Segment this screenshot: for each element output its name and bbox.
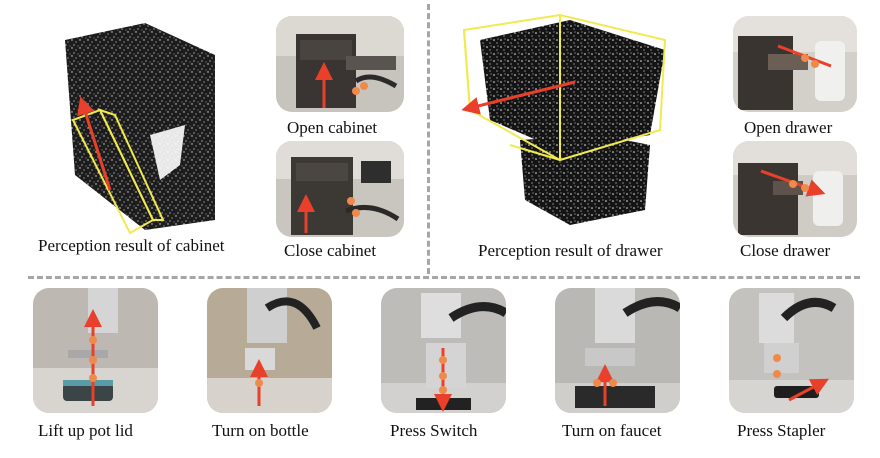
caption-open-cabinet: Open cabinet <box>287 118 378 137</box>
photo-turn-on-faucet <box>555 288 680 413</box>
caption-turn-on-faucet: Turn on faucet <box>562 421 662 440</box>
caption-press-stapler: Press Stapler <box>737 421 826 440</box>
photo-open-cabinet <box>276 16 404 112</box>
horizontal-divider <box>28 276 860 279</box>
perception-caption-drawer: Perception result of drawer <box>478 241 663 260</box>
drawer-point-cloud <box>450 10 680 240</box>
caption-close-drawer: Close drawer <box>740 241 831 260</box>
caption-open-drawer: Open drawer <box>744 118 833 137</box>
photo-press-switch <box>381 288 506 413</box>
perception-caption-cabinet: Perception result of cabinet <box>38 236 225 255</box>
caption-turn-on-bottle: Turn on bottle <box>212 421 309 440</box>
cabinet-point-cloud <box>55 15 225 240</box>
caption-lift-up-pot-lid: Lift up pot lid <box>38 421 133 440</box>
photo-lift-up-pot-lid <box>33 288 158 413</box>
photo-press-stapler <box>729 288 854 413</box>
photo-close-cabinet <box>276 141 404 237</box>
photo-open-drawer <box>733 16 857 112</box>
caption-press-switch: Press Switch <box>390 421 478 440</box>
vertical-divider <box>427 4 430 274</box>
caption-close-cabinet: Close cabinet <box>284 241 377 260</box>
photo-close-drawer <box>733 141 857 237</box>
photo-turn-on-bottle <box>207 288 332 413</box>
